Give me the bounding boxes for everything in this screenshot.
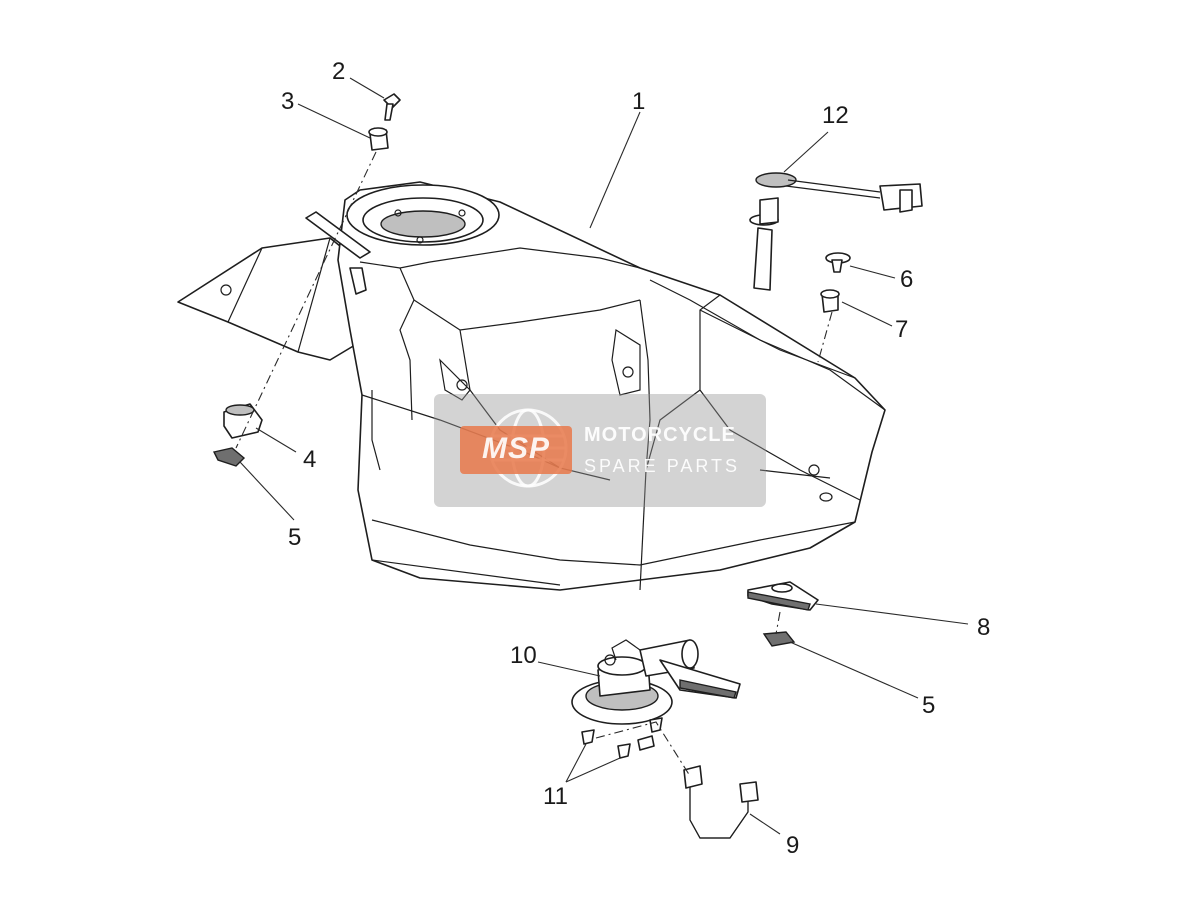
bushing-part-7 (820, 289, 840, 313)
clip-part-5-left (212, 447, 246, 467)
hose-part-9 (683, 765, 759, 839)
watermark-subtitle: SPARE PARTS (584, 456, 741, 476)
watermark-badge-text: MSP (481, 432, 550, 465)
callout-5-right: 5 (922, 692, 935, 719)
fuel-pump-part-10 (571, 639, 741, 725)
bushing-part-3 (368, 127, 389, 151)
fuel-level-sensor-part-12 (749, 172, 923, 291)
bolt-part-2 (383, 93, 401, 121)
bracket-part-8 (747, 581, 819, 611)
watermark-badge: MSP (460, 426, 572, 474)
fuel-tank (177, 181, 886, 591)
watermark-title: MOTORCYCLE (584, 424, 736, 446)
callout-labels: 1 2 3 4 5 6 7 8 5 9 10 11 12 (281, 58, 990, 859)
callout-10: 10 (510, 642, 537, 669)
assembly-lines (235, 151, 833, 777)
leader-lines (239, 77, 969, 835)
callout-11: 11 (543, 783, 568, 810)
callout-7: 7 (895, 316, 908, 343)
callout-4: 4 (303, 446, 316, 473)
callout-12: 12 (822, 102, 849, 129)
callout-9: 9 (786, 832, 799, 859)
callout-2: 2 (332, 58, 345, 85)
callout-1: 1 (632, 88, 645, 115)
screws-part-11 (581, 717, 663, 759)
clip-part-5-right (762, 631, 796, 647)
callout-3: 3 (281, 88, 294, 115)
bolt-part-6 (825, 252, 851, 273)
watermark: MSP MOTORCYCLE SPARE PARTS (434, 394, 766, 507)
callout-5-left: 5 (288, 524, 301, 551)
callout-8: 8 (977, 614, 990, 641)
callout-6: 6 (900, 266, 913, 293)
